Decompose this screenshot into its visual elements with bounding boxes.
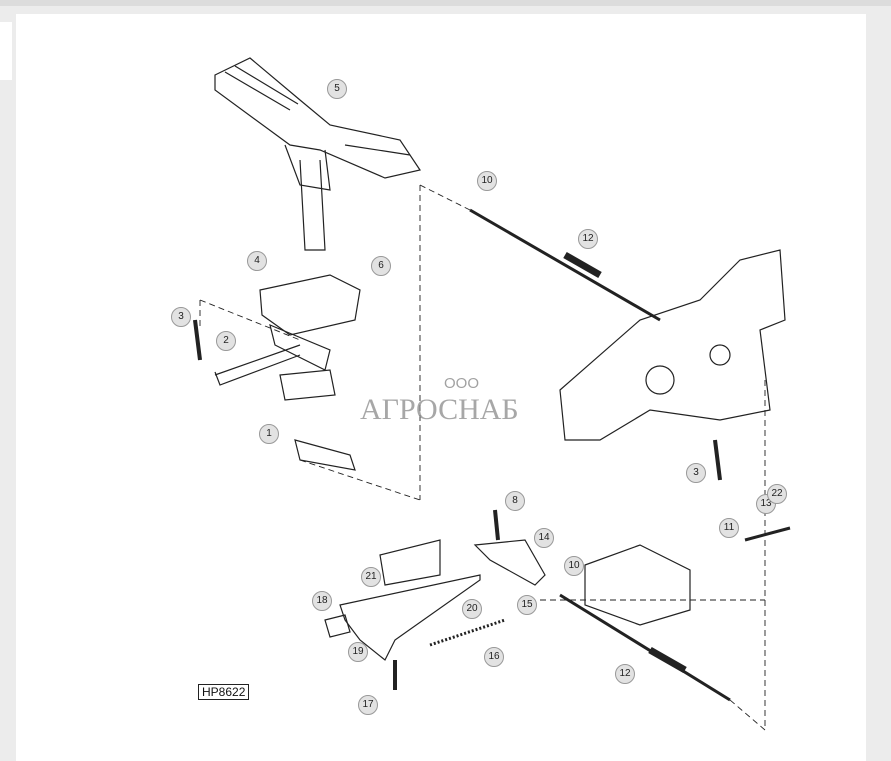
callout-5: 5 (327, 79, 347, 99)
frame-part (559, 249, 786, 481)
callout-10: 10 (564, 556, 584, 576)
pedal-part (214, 57, 421, 251)
watermark-prefix: ООО (444, 375, 480, 392)
callout-2: 2 (216, 331, 236, 351)
callout-3: 3 (171, 307, 191, 327)
callout-21: 21 (361, 567, 381, 587)
top-bar (0, 0, 891, 6)
cable-top (469, 208, 661, 322)
callout-17: 17 (358, 695, 378, 715)
callout-4: 4 (247, 251, 267, 271)
callout-8: 8 (505, 491, 525, 511)
watermark-logo: АГРОСНАБ (360, 393, 519, 426)
callout-12: 12 (615, 664, 635, 684)
reference-code: HP8622 (198, 684, 250, 700)
callout-16: 16 (484, 647, 504, 667)
callout-14: 14 (534, 528, 554, 548)
left-strip (0, 22, 12, 80)
diagram-panel (16, 14, 866, 761)
callout-20: 20 (462, 599, 482, 619)
callout-15: 15 (517, 595, 537, 615)
callout-18: 18 (312, 591, 332, 611)
callout-22: 22 (767, 484, 787, 504)
callout-19: 19 (348, 642, 368, 662)
callout-11: 11 (719, 518, 739, 538)
callout-10: 10 (477, 171, 497, 191)
callout-6: 6 (371, 256, 391, 276)
callout-1: 1 (259, 424, 279, 444)
bracket-part (193, 274, 361, 471)
callout-12: 12 (578, 229, 598, 249)
dashed-guides (199, 184, 766, 731)
callout-3: 3 (686, 463, 706, 483)
lower-linkage (324, 509, 791, 702)
